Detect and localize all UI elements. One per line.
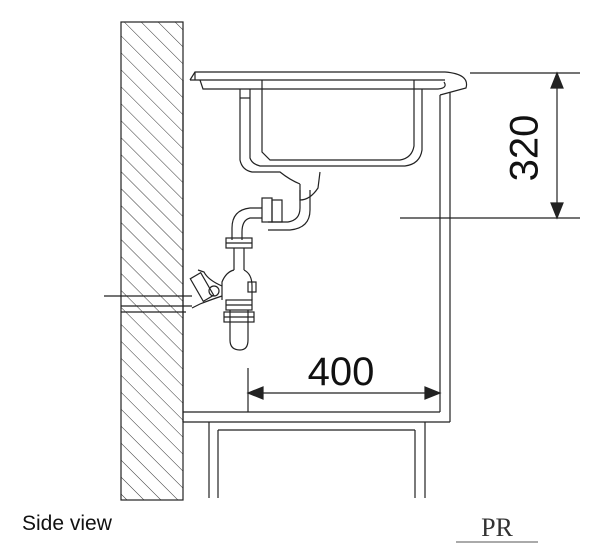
caption: Side view: [22, 512, 112, 535]
dimension-depth: [246, 368, 442, 412]
cabinet: [182, 80, 451, 498]
dimension-height: [400, 71, 580, 220]
countertop: [189, 71, 468, 96]
dimension-depth-label: 400: [308, 350, 375, 394]
dimension-height-label: 320: [503, 115, 547, 182]
siphon: [104, 190, 311, 351]
brand-logo: PR: [456, 513, 538, 543]
wall: [120, 21, 184, 501]
sink-bowl: [239, 80, 423, 201]
logo-text: PR: [481, 513, 513, 542]
